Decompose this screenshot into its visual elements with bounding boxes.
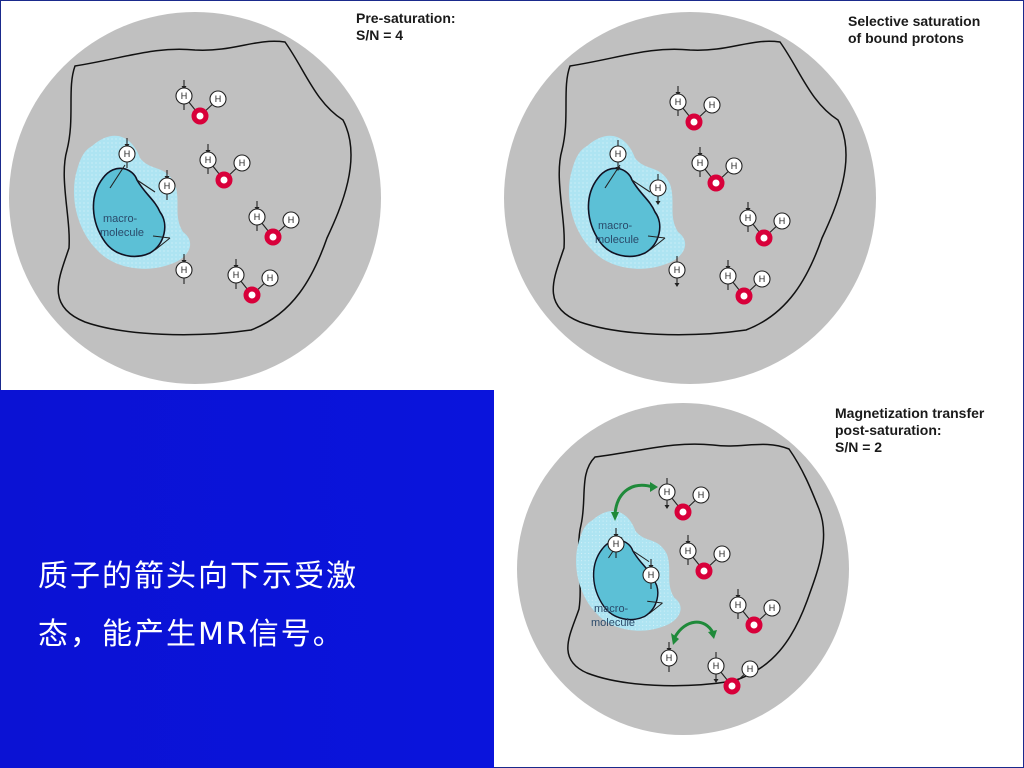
hydrogen-label: H: [164, 181, 171, 191]
bound-proton: H: [607, 527, 625, 559]
hydrogen-label: H: [674, 265, 681, 275]
hydrogen-label: H: [713, 661, 720, 671]
cell-background: [9, 12, 381, 384]
hydrogen-label: H: [267, 273, 274, 283]
exchange-arrow: [673, 620, 715, 638]
macromolecule-label: macro-molecule: [591, 603, 635, 629]
caption-text: 质子的箭头向下示受激 态，能产生MR信号。: [38, 548, 468, 664]
cell-membrane: [552, 40, 847, 336]
hydrogen-label: H: [747, 664, 754, 674]
hydrogen-label: H: [697, 158, 704, 168]
bound-proton: H: [158, 169, 176, 201]
panel-label-pre-saturation: Pre-saturation: S/N = 4: [356, 10, 456, 43]
exchange-arrow: [613, 483, 654, 515]
exchange-arrowhead: [708, 630, 717, 639]
panel-label-magnetization-transfer: Magnetization transfer post-saturation: …: [835, 405, 985, 455]
hydrogen-label: H: [698, 490, 705, 500]
hydrogen-label: H: [233, 270, 240, 280]
hydrogen-label: H: [769, 603, 776, 613]
macromolecule-label: macro-molecule: [595, 220, 639, 246]
hydrogen-label: H: [615, 149, 622, 159]
exchange-arrowhead: [650, 482, 658, 492]
hydrogen-label: H: [288, 215, 295, 225]
bound-proton: H: [642, 558, 660, 590]
hydrogen-label: H: [779, 216, 786, 226]
hydrogen-label: H: [655, 183, 662, 193]
hydrogen-label: H: [731, 161, 738, 171]
hydrogen-label: H: [735, 600, 742, 610]
cell-background: [504, 12, 876, 384]
exchange-arrowhead: [611, 512, 619, 521]
hydrogen-label: H: [124, 149, 131, 159]
hydrogen-label: H: [666, 653, 673, 663]
cell-background: [517, 403, 849, 735]
hydrogen-label: H: [181, 265, 188, 275]
hydrogen-label: H: [759, 274, 766, 284]
caption-line: 态，能产生MR信号。: [38, 617, 345, 652]
bound-proton: H: [660, 641, 678, 673]
caption-line: 质子的箭头向下示受激: [38, 559, 358, 594]
hydrogen-label: H: [709, 100, 716, 110]
hydrogen-label: H: [254, 212, 261, 222]
bound-proton: H: [609, 139, 627, 172]
bound-proton: H: [118, 137, 136, 169]
hydrogen-label: H: [685, 546, 692, 556]
bound-proton: H: [668, 255, 686, 288]
hydrogen-label: H: [725, 271, 732, 281]
hydrogen-label: H: [675, 97, 682, 107]
macromolecule-labels: macro-molecule macro-molecule macro-mole…: [100, 213, 639, 629]
hydrogen-label: H: [215, 94, 222, 104]
bound-proton: H: [649, 173, 667, 206]
cell-membrane: [57, 40, 352, 336]
macromolecule-label: macro-molecule: [100, 213, 144, 239]
hydrogen-label: H: [239, 158, 246, 168]
hydrogen-label: H: [664, 487, 671, 497]
hydrogen-label: H: [613, 539, 620, 549]
hydrogen-label: H: [181, 91, 188, 101]
caption-box: [0, 390, 494, 768]
exchange-arrowhead: [671, 633, 679, 645]
bound-proton: H: [175, 253, 193, 285]
hydrogen-label: H: [719, 549, 726, 559]
hydrogen-label: H: [205, 155, 212, 165]
hydrogen-label: H: [745, 213, 752, 223]
panel-label-selective-saturation: Selective saturation of bound protons: [848, 13, 981, 46]
hydrogen-label: H: [648, 570, 655, 580]
